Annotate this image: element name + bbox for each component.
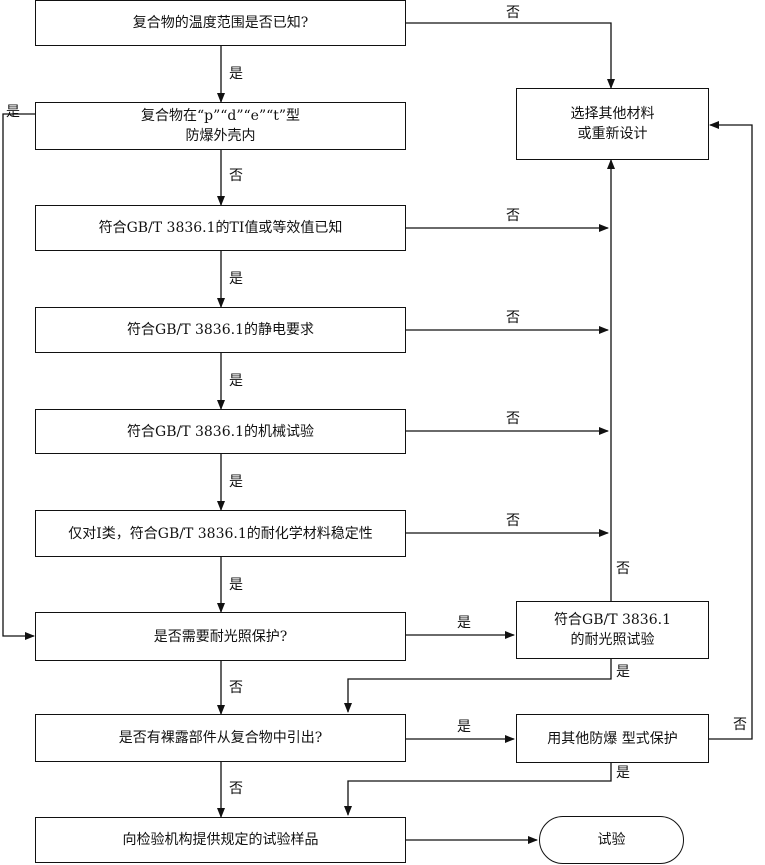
label-static-yes: 是	[229, 373, 243, 389]
node-chemical-stability: 仅对Ⅰ类，符合GB/T 3836.1的耐化学材料稳定性	[35, 510, 406, 557]
label-light-test-yes: 是	[616, 664, 630, 680]
label-ti-no: 否	[506, 208, 520, 224]
label-mech-no: 否	[506, 411, 520, 427]
node-alternative-material: 选择其他材料 或重新设计	[516, 88, 709, 160]
edge-enclosure-yes	[2, 113, 36, 640]
label-chem-no: 否	[506, 513, 520, 529]
label-temp-yes: 是	[229, 66, 243, 82]
label-other-yes: 是	[616, 765, 630, 781]
label-exposed-no: 否	[229, 781, 243, 797]
node-test-terminal: 试验	[539, 816, 684, 864]
edge-light-test-yes	[344, 659, 612, 713]
label-light-no: 否	[229, 680, 243, 696]
node-other-protection-type: 用其他防爆 型式保护	[516, 714, 709, 763]
label-other-no: 否	[733, 717, 747, 733]
edge-other-no	[708, 121, 753, 740]
label-exposed-yes: 是	[457, 719, 471, 735]
node-explosion-proof-enclosure: 复合物在“p”“d”“e”“t”型 防爆外壳内	[35, 102, 406, 150]
node-light-resistance-test: 符合GB/T 3836.1 的耐光照试验	[516, 601, 709, 659]
label-enclosure-no: 否	[229, 168, 243, 184]
label-temp-no: 否	[506, 5, 520, 21]
node-light-protection-needed: 是否需要耐光照保护?	[35, 612, 406, 661]
node-exposed-parts: 是否有裸露部件从复合物中引出?	[35, 714, 406, 762]
node-ti-value-known: 符合GB/T 3836.1的TI值或等效值已知	[35, 205, 406, 251]
node-provide-test-samples: 向检验机构提供规定的试验样品	[35, 817, 406, 863]
edge-temp-no	[406, 22, 615, 89]
label-chem-yes: 是	[229, 577, 243, 593]
node-temperature-known: 复合物的温度范围是否已知?	[35, 0, 406, 46]
label-static-no: 否	[506, 310, 520, 326]
label-mech-yes: 是	[229, 474, 243, 490]
label-light-yes: 是	[457, 615, 471, 631]
label-ti-yes: 是	[229, 271, 243, 287]
label-enclosure-yes: 是	[6, 104, 20, 120]
label-light-test-no: 否	[616, 561, 630, 577]
edge-other-yes	[344, 763, 612, 816]
node-static-requirements: 符合GB/T 3836.1的静电要求	[35, 307, 406, 353]
node-mechanical-test: 符合GB/T 3836.1的机械试验	[35, 409, 406, 454]
